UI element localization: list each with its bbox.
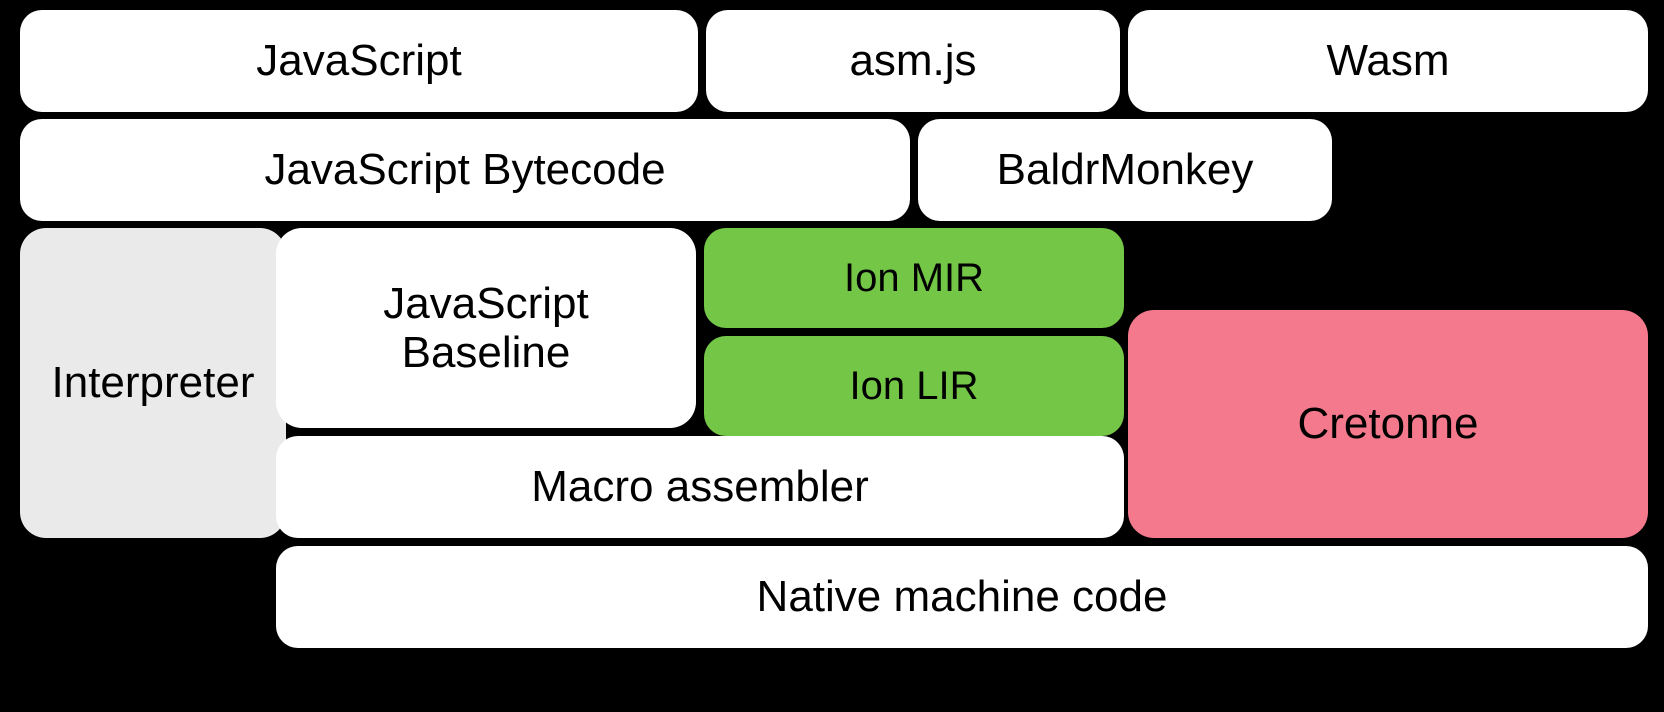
node-baldrmonkey: BaldrMonkey bbox=[918, 119, 1332, 221]
node-label-interpreter: Interpreter bbox=[51, 358, 255, 408]
node-ion-lir: Ion LIR bbox=[704, 336, 1124, 436]
node-label-javascript-baseline: JavaScript Baseline bbox=[383, 278, 589, 377]
node-macro-assembler: Macro assembler bbox=[276, 436, 1124, 538]
node-interpreter: Interpreter bbox=[20, 228, 286, 538]
node-label-baldrmonkey: BaldrMonkey bbox=[996, 145, 1254, 195]
node-label-ion-lir: Ion LIR bbox=[849, 363, 979, 408]
node-wasm: Wasm bbox=[1128, 10, 1648, 112]
node-asm-js: asm.js bbox=[706, 10, 1120, 112]
node-ion-mir: Ion MIR bbox=[704, 228, 1124, 328]
node-cretonne: Cretonne bbox=[1128, 310, 1648, 538]
node-label-javascript: JavaScript bbox=[256, 36, 462, 86]
node-javascript-bytecode: JavaScript Bytecode bbox=[20, 119, 910, 221]
node-javascript-baseline: JavaScript Baseline bbox=[276, 228, 696, 428]
node-label-cretonne: Cretonne bbox=[1297, 399, 1479, 449]
node-label-macro-assembler: Macro assembler bbox=[531, 462, 869, 512]
node-label-native-machine-code: Native machine code bbox=[756, 572, 1168, 622]
node-native-machine-code: Native machine code bbox=[276, 546, 1648, 648]
node-label-javascript-bytecode: JavaScript Bytecode bbox=[264, 145, 666, 195]
node-label-asm-js: asm.js bbox=[849, 36, 977, 86]
node-javascript: JavaScript bbox=[20, 10, 698, 112]
node-label-ion-mir: Ion MIR bbox=[843, 255, 985, 300]
node-label-wasm: Wasm bbox=[1326, 36, 1450, 86]
